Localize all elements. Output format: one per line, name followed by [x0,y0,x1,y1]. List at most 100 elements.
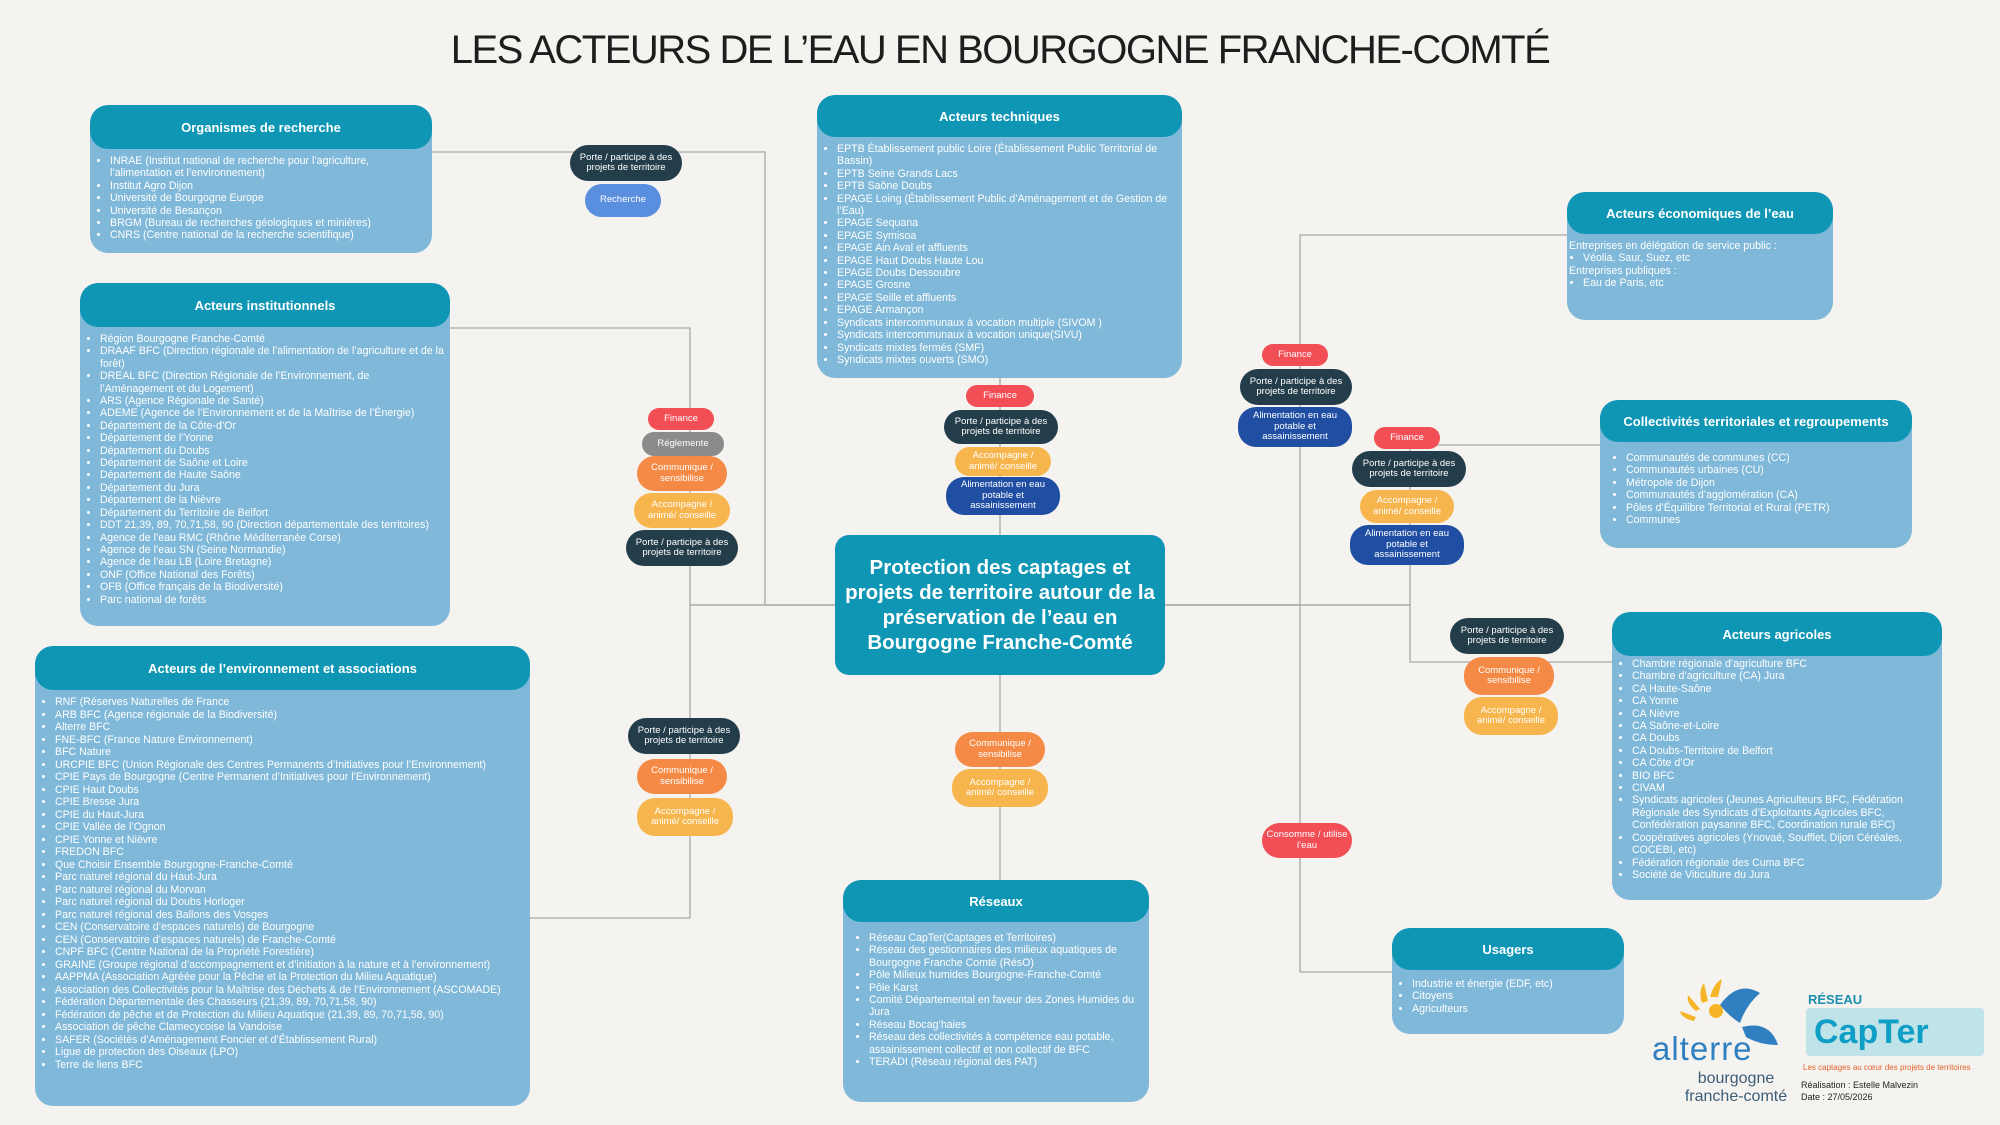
agricoles-list-item: CIVAM [1632,782,1936,794]
economiques-item2: Eau de Paris, etc [1583,277,1827,289]
pill-accompagne-reseaux: Accompagne / animé/ conseille [952,769,1048,807]
pill-porte-recherche: Porte / participe à des projets de terri… [570,145,682,181]
capter-logo: CapTer [1806,1008,1984,1056]
reseaux-list-item: Réseau Bocag’haies [869,1019,1143,1031]
institutionnels-list-item: ONF (Office National des Forêts) [100,569,444,581]
environnement-list-item: Parc naturel régional du Morvan [55,884,524,897]
institutionnels-list-item: Département du Territoire de Belfort [100,507,444,519]
box-recherche-body: INRAE (Institut national de recherche po… [90,149,432,246]
environnement-list-item: Parc naturel régional des Ballons des Vo… [55,909,524,922]
recherche-list-item: Université de Bourgogne Europe [110,192,426,204]
environnement-list-item: Association de pêche Clamecycoise la Van… [55,1021,524,1034]
pill-porte-economiques: Porte / participe à des projets de terri… [1240,369,1352,405]
institutionnels-list-item: Département de l’Yonne [100,432,444,444]
credit-block: Réalisation : Estelle Malvezin Date : 27… [1801,1079,1918,1103]
environnement-list-item: Ligue de protection des Oiseaux (LPO) [55,1046,524,1059]
techniques-list-item: Syndicats mixtes ouverts (SMO) [837,354,1176,366]
box-collectivites-title: Collectivités territoriales et regroupem… [1600,400,1912,442]
agricoles-list-item: CA Nièvre [1632,708,1936,720]
institutionnels-list-item: Département de la Nièvre [100,494,444,506]
institutionnels-list-item: Région Bourgogne Franche-Comté [100,333,444,345]
box-reseaux-body: Réseau CapTer(Captages et Territoires)Ré… [843,922,1149,1072]
alterre-logo-icon [1680,979,1778,1045]
techniques-list-item: EPTB Seine Grands Lacs [837,168,1176,180]
environnement-list-item: ARB BFC (Agence régionale de la Biodiver… [55,709,524,722]
institutionnels-list-item: Agence de l’eau SN (Seine Normandie) [100,544,444,556]
box-economiques: Acteurs économiques de l’eau Entreprises… [1567,192,1833,320]
pill-accompagne-institutionnels: Accompagne / animé/ conseille [634,493,730,528]
institutionnels-list-item: Département du Doubs [100,445,444,457]
recherche-list-item: INRAE (Institut national de recherche po… [110,155,426,180]
techniques-list-item: Syndicats intercommunaux à vocation uniq… [837,329,1176,341]
institutionnels-list-item: Parc national de forêts [100,594,444,606]
box-collectivites-body: Communautés de communes (CC)Communautés … [1600,442,1912,530]
techniques-list-item: EPAGE Symisoa [837,230,1176,242]
techniques-list-item: EPTB Établissement public Loire (Établis… [837,143,1176,168]
credit-author: Réalisation : Estelle Malvezin [1801,1080,1919,1090]
environnement-list-item: CEN (Conservatoire d’espaces naturels) d… [55,934,524,947]
environnement-list-item: CPIE Haut Doubs [55,784,524,797]
pill-porte-collectivites: Porte / participe à des projets de terri… [1352,451,1466,487]
environnement-list-item: CPIE du Haut-Jura [55,809,524,822]
box-usagers-body: Industrie et énergie (EDF, etc)CitoyensA… [1392,970,1624,1019]
institutionnels-list-item: Département de la Côte-d’Or [100,420,444,432]
pill-accompagne-agricoles: Accompagne / animé/ conseille [1464,697,1558,735]
agricoles-list-item: CA Doubs [1632,732,1936,744]
box-reseaux-title: Réseaux [843,880,1149,922]
pill-recherche: Recherche [585,184,661,217]
box-economiques-title: Acteurs économiques de l’eau [1567,192,1833,234]
environnement-list-item: Fédération Départementale des Chasseurs … [55,996,524,1009]
box-environnement-body: RNF (Réserves Naturelles de FranceARB BF… [35,690,530,1075]
institutionnels-list-item: Département du Jura [100,482,444,494]
collectivites-list-item: Communes [1626,514,1906,526]
pill-finance-economiques: Finance [1262,344,1328,366]
box-techniques-body: EPTB Établissement public Loire (Établis… [817,137,1182,370]
economiques-item1: Véolia, Saur, Suez, etc [1583,252,1827,264]
institutionnels-list-item: DDT 21,39, 89, 70,71,58, 90 (Direction d… [100,519,444,531]
techniques-list-item: EPAGE Armançon [837,304,1176,316]
environnement-list-item: Que Choisir Ensemble Bourgogne-Franche-C… [55,859,524,872]
capter-reseau-label: RÉSEAU [1808,992,1863,1007]
reseaux-list-item: Pôle Milieux humides Bourgogne-Franche-C… [869,969,1143,981]
box-collectivites: Collectivités territoriales et regroupem… [1600,400,1912,548]
environnement-list-item: URCPIE BFC (Union Régionale des Centres … [55,759,524,772]
techniques-list-item: EPAGE Seille et affluents [837,292,1176,304]
collectivites-list-item: Communautés urbaines (CU) [1626,464,1906,476]
reseaux-list-item: Réseau des collectivités à compétence ea… [869,1031,1143,1056]
environnement-list-item: CNPF BFC (Centre National de la Propriét… [55,946,524,959]
agricoles-list-item: Fédération régionale des Cuma BFC [1632,857,1936,869]
usagers-list-item: Agriculteurs [1412,1003,1618,1015]
collectivites-list-item: Pôles d’Équilibre Territorial et Rural (… [1626,502,1906,514]
environnement-list-item: FREDON BFC [55,846,524,859]
institutionnels-list-item: Agence de l’eau LB (Loire Bretagne) [100,556,444,568]
environnement-list-item: CPIE Vallée de l’Ognon [55,821,524,834]
pill-accompagne-collectivites: Accompagne / animé/ conseille [1360,490,1454,523]
environnement-list-item: RNF (Réserves Naturelles de France [55,696,524,709]
techniques-list-item: EPAGE Grosne [837,279,1176,291]
collectivites-list-item: Communautés d’agglomération (CA) [1626,489,1906,501]
pill-communique-reseaux: Communique / sensibilise [955,732,1045,767]
box-usagers-title: Usagers [1392,928,1624,970]
pill-communique-institutionnels: Communique / sensibilise [637,456,727,491]
credit-date: Date : 27/05/2026 [1801,1092,1873,1102]
pill-communique-agricoles: Communique / sensibilise [1464,657,1554,695]
environnement-list-item: CEN (Conservatoire d’espaces naturels) d… [55,921,524,934]
environnement-list-item: CPIE Pays de Bourgogne (Centre Permanent… [55,771,524,784]
box-usagers: Usagers Industrie et énergie (EDF, etc)C… [1392,928,1624,1034]
box-agricoles-title: Acteurs agricoles [1612,612,1942,656]
capter-tagline: Les captages au cœur des projets de terr… [1803,1063,1971,1072]
line-usagers [1165,604,1392,973]
agricoles-list-item: Société de Viticulture du Jura [1632,869,1936,881]
pill-porte-agricoles: Porte / participe à des projets de terri… [1450,618,1564,654]
institutionnels-list-item: Département de Haute Saône [100,469,444,481]
collectivites-list-item: Communautés de communes (CC) [1626,452,1906,464]
box-reseaux: Réseaux Réseau CapTer(Captages et Territ… [843,880,1149,1102]
box-recherche: Organismes de recherche INRAE (Institut … [90,105,432,253]
pill-reglemente: Réglemente [642,432,724,456]
institutionnels-list-item: Agence de l’eau RMC (Rhône Méditerranée … [100,532,444,544]
box-institutionnels-body: Région Bourgogne Franche-ComtéDRAAF BFC … [80,327,450,610]
institutionnels-list-item: ADEME (Agence de l’Environnement et de l… [100,407,444,419]
collectivites-list-item: Métropole de Dijon [1626,477,1906,489]
economiques-line2: Entreprises publiques : [1569,264,1677,277]
box-techniques-title: Acteurs techniques [817,95,1182,137]
